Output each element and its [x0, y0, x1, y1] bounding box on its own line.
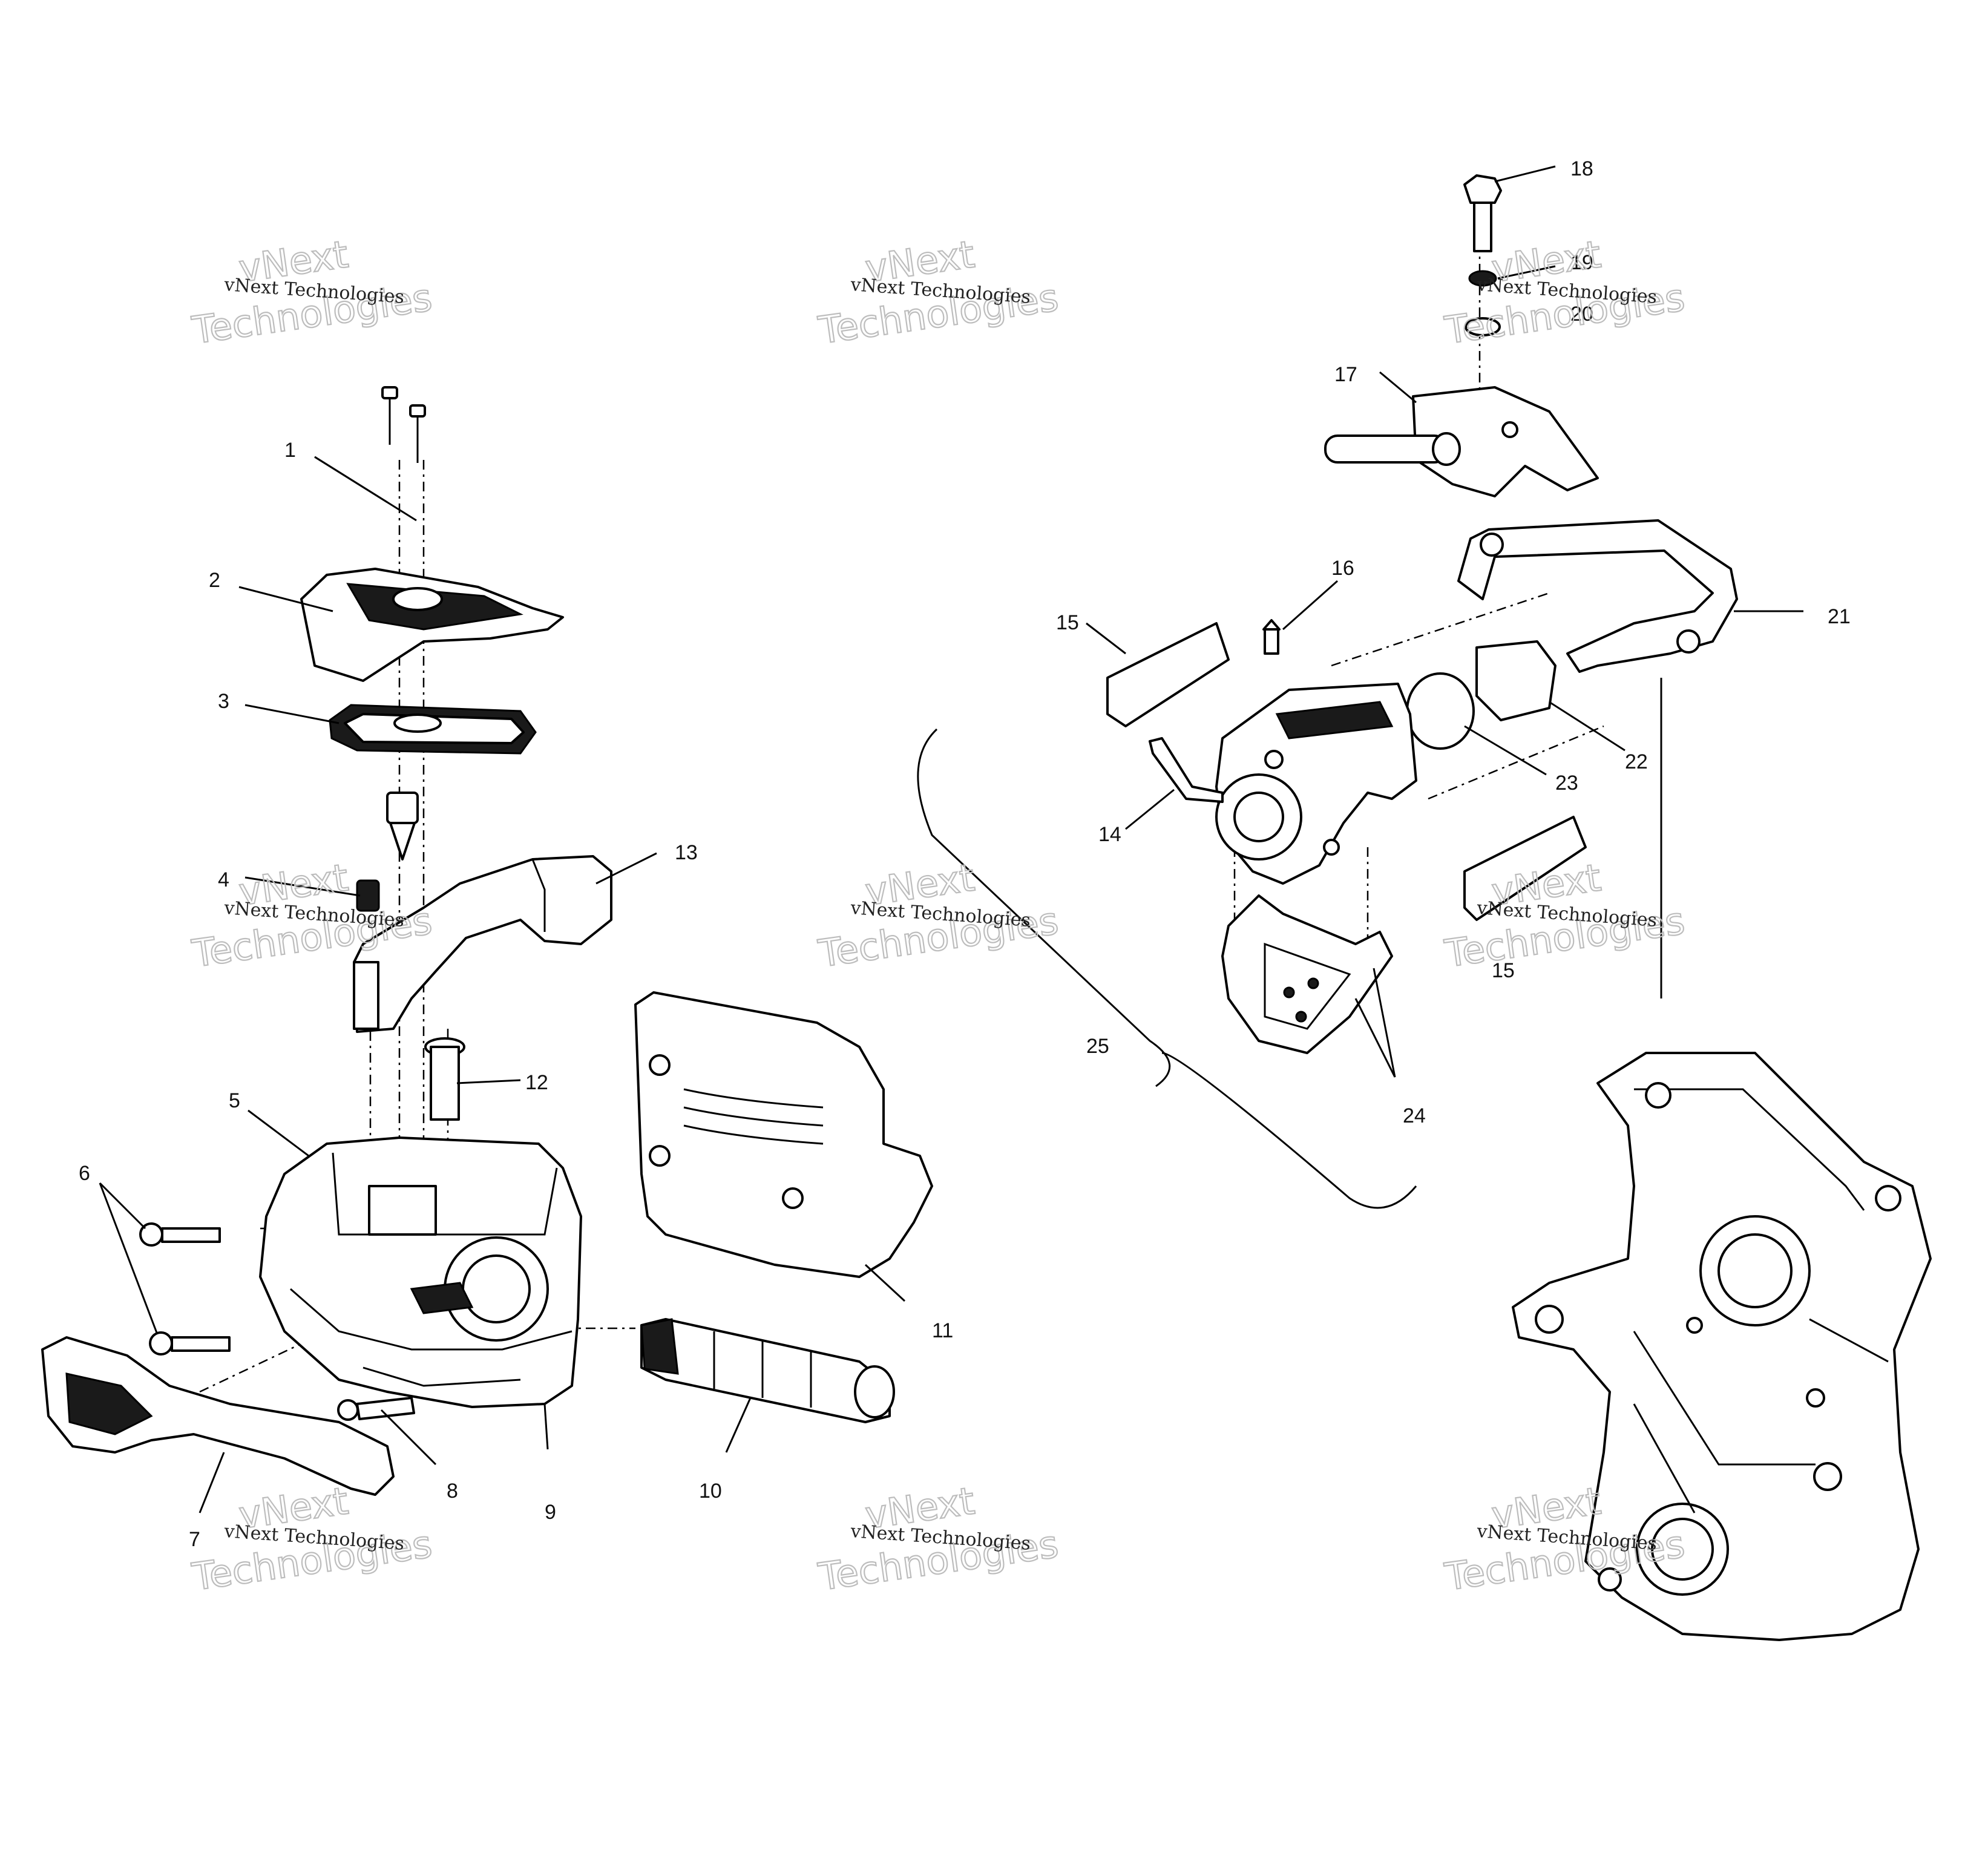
part-15-shim-upper [1106, 622, 1230, 727]
watermark-1: vNext Technologies vNext Technologies [189, 231, 436, 353]
callout-8: 8 [447, 1480, 458, 1503]
part-2-reservoir-cover [300, 568, 564, 682]
part-25-bracket-line [917, 728, 1171, 1087]
part-15-shim-lower [1463, 816, 1587, 921]
leader-lines [99, 165, 1803, 1513]
callout-20: 20 [1570, 303, 1593, 326]
callout-10: 10 [699, 1480, 722, 1503]
callout-1: 1 [284, 439, 296, 462]
part-13-bracket [353, 855, 612, 1033]
callout-16: 16 [1331, 557, 1354, 580]
part-14-hose [1149, 737, 1224, 803]
part-16-bleeder [1262, 619, 1281, 655]
part-23-seal [1406, 672, 1475, 750]
part-11-cover-plate [634, 991, 933, 1278]
brake-housing [1512, 1052, 1932, 1641]
caliper-assembly [917, 174, 1738, 1209]
part-24-pads [1221, 894, 1393, 1054]
callout-23: 23 [1555, 772, 1578, 795]
callout-25: 25 [1086, 1035, 1109, 1058]
part-18-bolt [1463, 174, 1502, 252]
part-8-bolt [337, 1397, 415, 1421]
callout-17: 17 [1334, 363, 1357, 386]
part-7-lever [41, 1336, 395, 1496]
part-12-pin [424, 1037, 465, 1121]
piston-tip [386, 792, 419, 861]
callout-5: 5 [229, 1089, 240, 1112]
part-22-piston [1475, 640, 1557, 721]
callout-15-lower: 15 [1492, 959, 1515, 982]
callout-15-upper: 15 [1056, 611, 1079, 634]
callout-4: 4 [218, 868, 229, 891]
master-cylinder-assembly [41, 386, 933, 1496]
caliper-body [1215, 683, 1417, 885]
watermark-8: vNext Technologies vNext Technologies [815, 1478, 1062, 1599]
part-5-body [259, 1136, 582, 1408]
callout-9: 9 [545, 1501, 556, 1524]
part-19-lockwasher [1468, 270, 1497, 287]
callout-7: 7 [189, 1528, 200, 1551]
callout-labels: 1 2 3 4 5 6 7 8 9 10 11 12 13 14 15 15 1… [79, 157, 1851, 1551]
part-10-sleeve [640, 1318, 895, 1423]
watermark-5: vNext Technologies vNext Technologies [815, 854, 1062, 976]
watermark-7: vNext Technologies vNext Technologies [189, 1478, 436, 1599]
callout-11: 11 [932, 1319, 953, 1342]
callout-14: 14 [1098, 823, 1121, 846]
callout-22: 22 [1625, 750, 1648, 773]
part-21-frame [1457, 519, 1738, 673]
part-1-screws [381, 386, 426, 463]
callout-12: 12 [525, 1071, 548, 1094]
callout-3: 3 [218, 690, 229, 713]
part-3-diaphragm [329, 704, 537, 755]
callout-19: 19 [1570, 251, 1593, 274]
callout-18: 18 [1570, 157, 1593, 180]
callout-24: 24 [1403, 1104, 1426, 1127]
callout-21: 21 [1828, 605, 1851, 628]
part-17-bracket [1324, 386, 1599, 497]
watermark-2: vNext Technologies vNext Technologies [815, 231, 1062, 353]
callout-6: 6 [79, 1162, 90, 1185]
callout-13: 13 [675, 841, 698, 864]
part-6-bolts [139, 1222, 231, 1356]
part-20-washer [1465, 317, 1501, 336]
callout-2: 2 [209, 569, 220, 592]
